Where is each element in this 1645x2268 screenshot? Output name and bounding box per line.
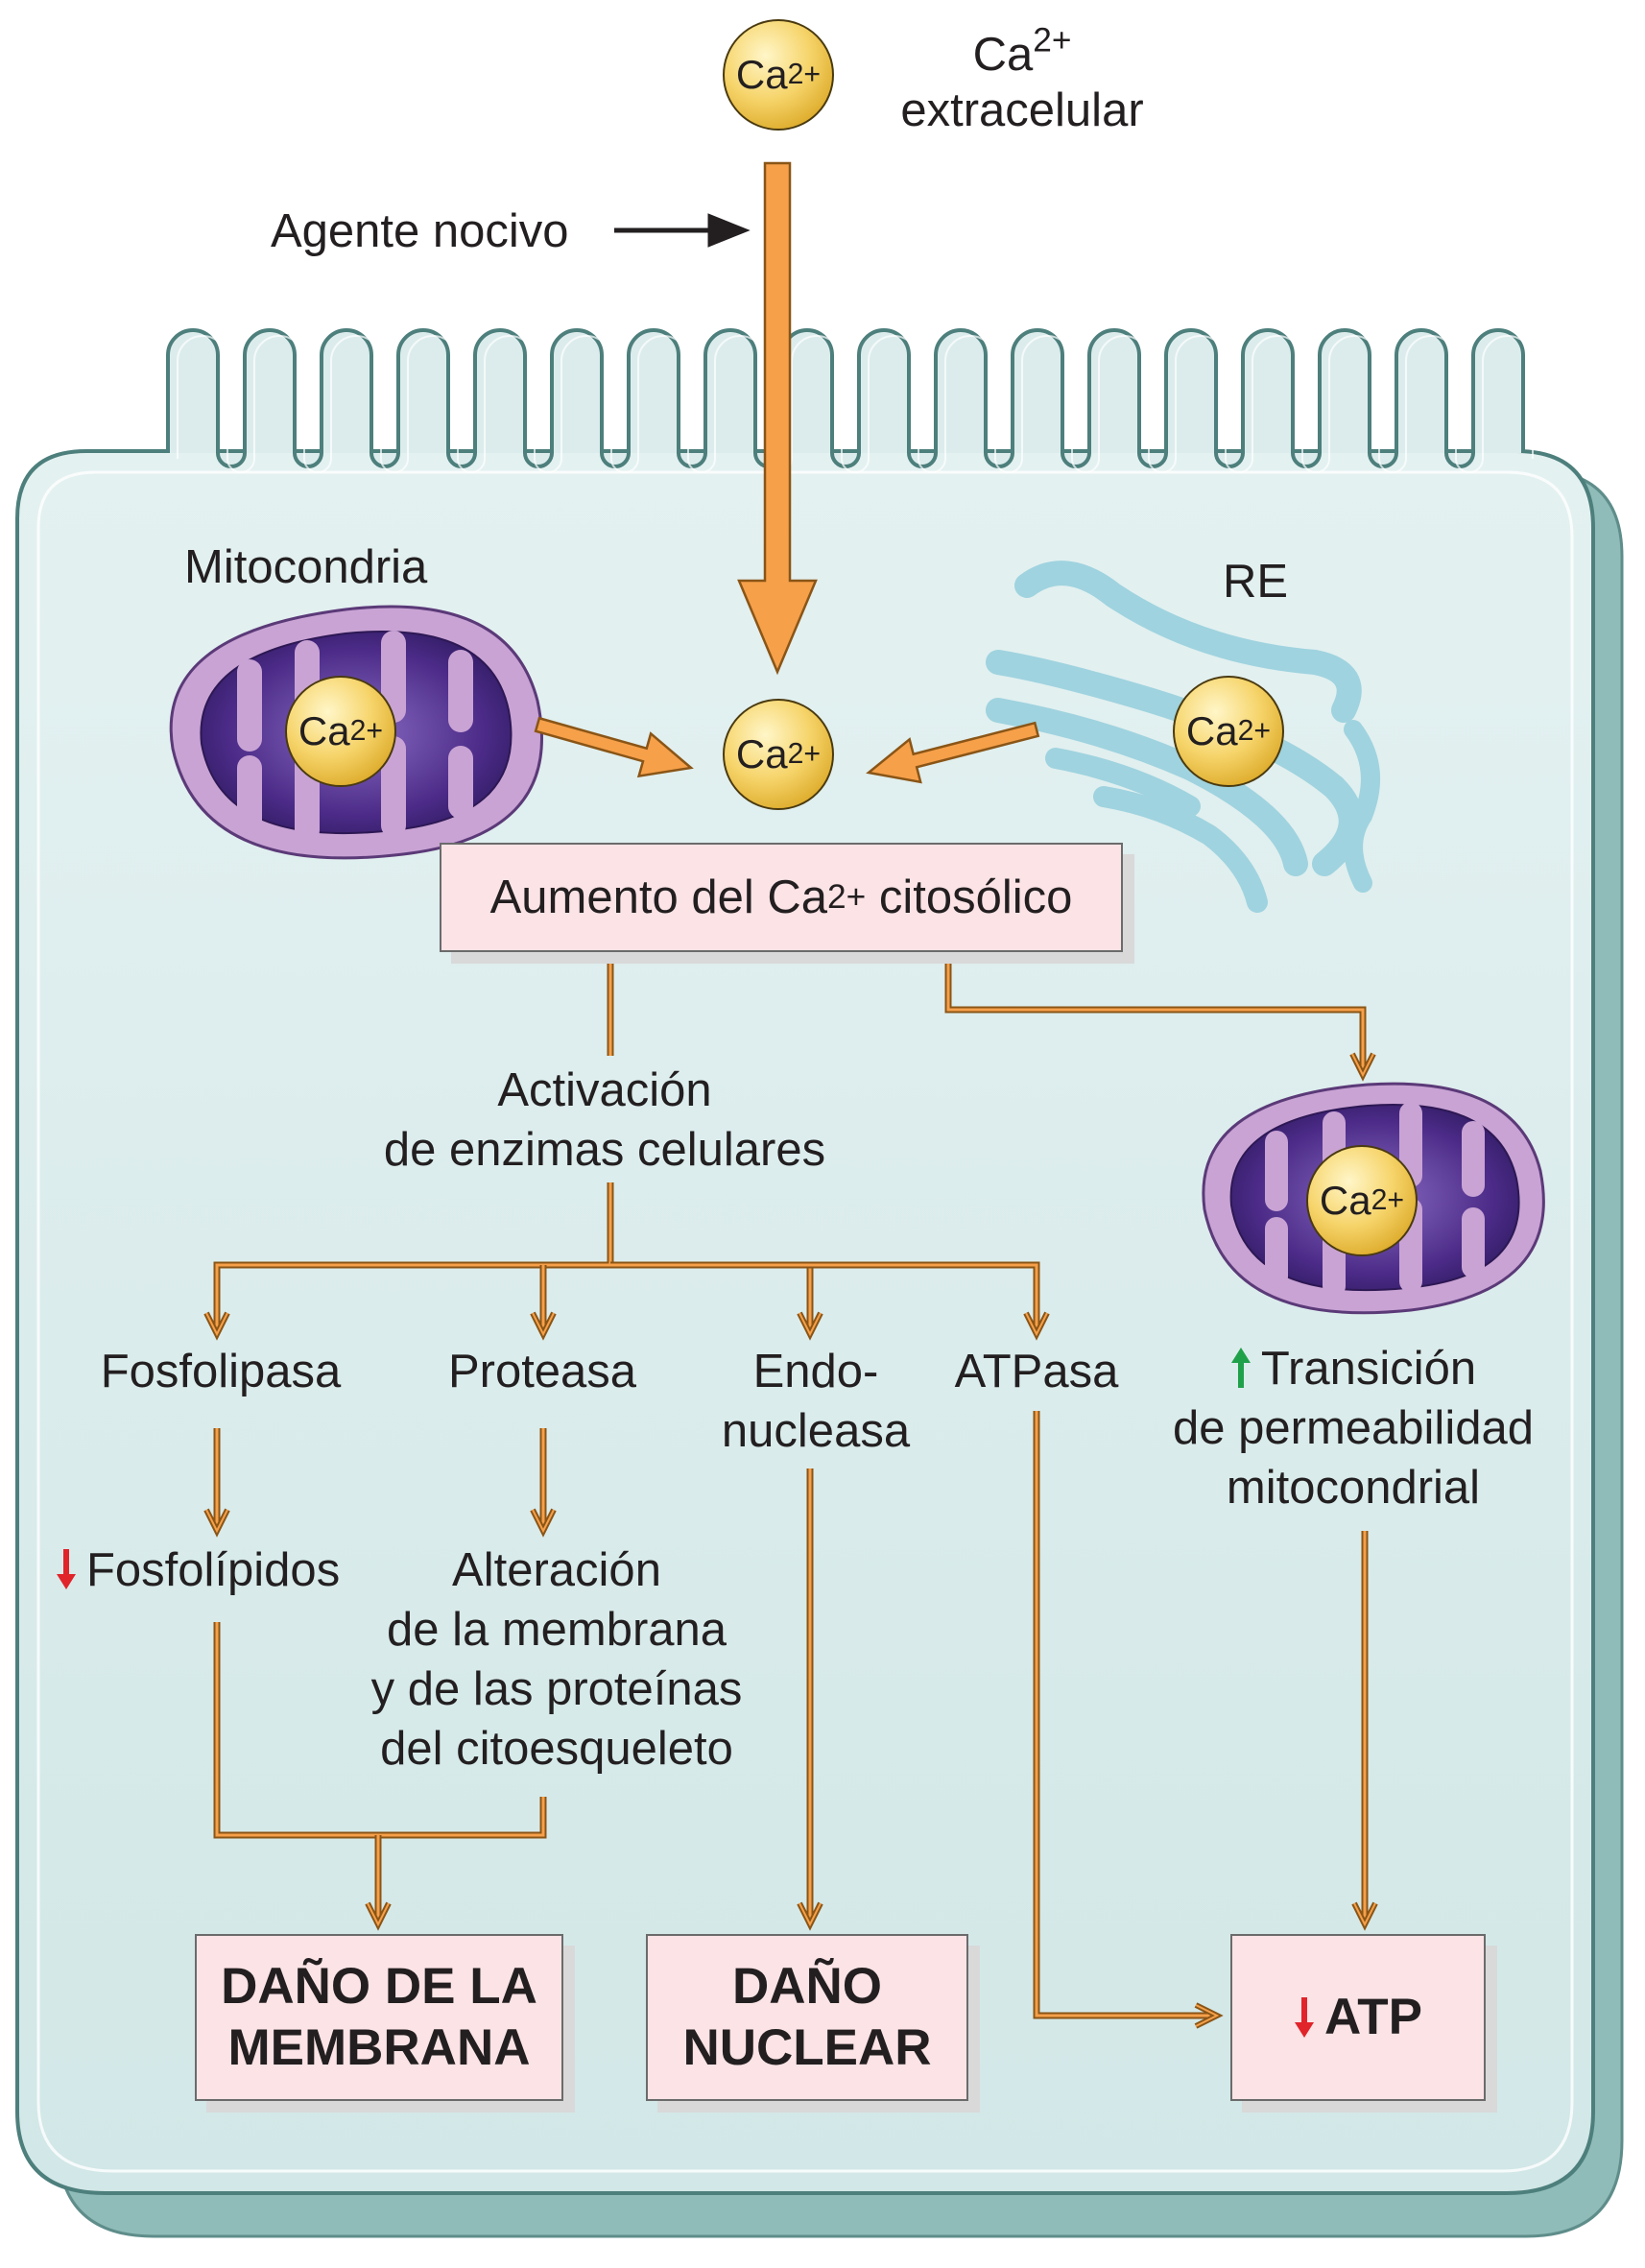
to-membrane-damage-head-fill [367,1902,390,1927]
microvilli [166,328,1534,473]
membrane-damage-line1: DAÑO DE LA [221,1958,537,2015]
harmful-agent-arrow [614,213,751,248]
endonuclease-label: Endo- nucleasa [672,1342,960,1461]
endonuclease-line1: Endo- [752,1346,879,1397]
atp-text: ATP [1323,1989,1423,2045]
to-atpase-head-fill [1025,1312,1048,1337]
transition-line3: mitocondrial [1226,1462,1481,1514]
phospholipids-label: Fosfolípidos [56,1540,340,1600]
atpase-to-atp-fill [1035,1411,1217,2017]
membrane-damage-line2: MEMBRANA [227,2019,531,2076]
increase-arrow-icon [1230,1348,1251,1388]
harmful-agent-label: Agente nocivo [271,205,569,257]
ca-symbol: Ca [735,731,788,776]
atp-decrease-box: ATP [1230,1934,1486,2101]
decrease-arrow-icon [57,1549,76,1589]
cytosolic-ca-suffix: citosólico [866,871,1073,923]
to-endonuclease-head-fill [799,1312,822,1337]
decrease-arrow-icon [1294,1997,1314,2038]
extracellular-text: extracelular [900,84,1144,136]
to-protease-head-fill [532,1312,555,1337]
phospholipase-label: Fosfolipasa [100,1346,342,1397]
to-phospholipids-head-fill [205,1509,228,1534]
protease-label: Proteasa [447,1346,637,1397]
microvilli-highlight [177,335,1534,473]
endoplasmic-reticulum [986,561,1380,913]
mitochondrial-transition-label: Transición de permeabilidad mitocondrial [1132,1339,1574,1517]
enzyme-activation-line2: de enzimas celulares [383,1124,826,1176]
ca-symbol: Ca [735,52,788,97]
alteration-label: Alteración de la membrana y de las prote… [317,1540,797,1779]
extracellular-ca-charge: 2+ [1033,21,1072,60]
extracellular-ca-symbol: Ca [972,29,1034,81]
mitochondria-label: Mitocondria [184,541,428,593]
atpase-to-atp-head-fill [1195,2004,1220,2027]
alteration-line4: del citoesqueleto [380,1723,733,1775]
alteration-line3: y de las proteínas [370,1663,743,1715]
mito-release-arrow [534,716,694,778]
extracellular-ca-label: Ca2+ extracelular [878,23,1166,138]
microvilli-outline [166,328,1525,468]
er-label: RE [1223,556,1289,608]
influx-arrow [737,161,818,676]
alteration-line2: de la membrana [386,1604,727,1656]
alteration-line1: Alteración [452,1544,661,1596]
enzyme-split-fill [215,1182,612,1334]
enzyme-activation-line1: Activación [497,1064,712,1116]
connectors [203,952,1378,2029]
transition-line1: Transición [1260,1343,1477,1395]
transition-line2: de permeabilidad [1173,1402,1534,1454]
to-nuclear-damage-head-fill [799,1902,822,1927]
ca-symbol: Ca [298,708,350,753]
to-mito-right-fill [946,952,1365,1075]
ca-symbol: Ca [1319,1178,1371,1223]
transition-to-atp-head-fill [1353,1902,1376,1927]
er-release-arrow [866,721,1040,784]
small-arrows [534,161,1040,784]
to-atpase-fill [610,1263,1038,1334]
enzyme-activation-label: Activación de enzimas celulares [317,1061,893,1180]
to-alteration-head-fill [532,1509,555,1534]
cell-inner-edge [36,470,1574,2173]
enzyme-split-head-fill [205,1312,228,1337]
atpase-label: ATPasa [954,1346,1119,1397]
nuclear-damage-line2: NUCLEAR [682,2019,932,2076]
endonuclease-line2: nucleasa [721,1405,911,1457]
nuclear-damage-line1: DAÑO [731,1958,883,2015]
to-mito-right-head-fill [1351,1053,1374,1078]
cytosolic-ca-prefix: Aumento del Ca [489,871,827,923]
ca-symbol: Ca [1185,708,1238,753]
phospholipids-text: Fosfolípidos [86,1544,341,1596]
